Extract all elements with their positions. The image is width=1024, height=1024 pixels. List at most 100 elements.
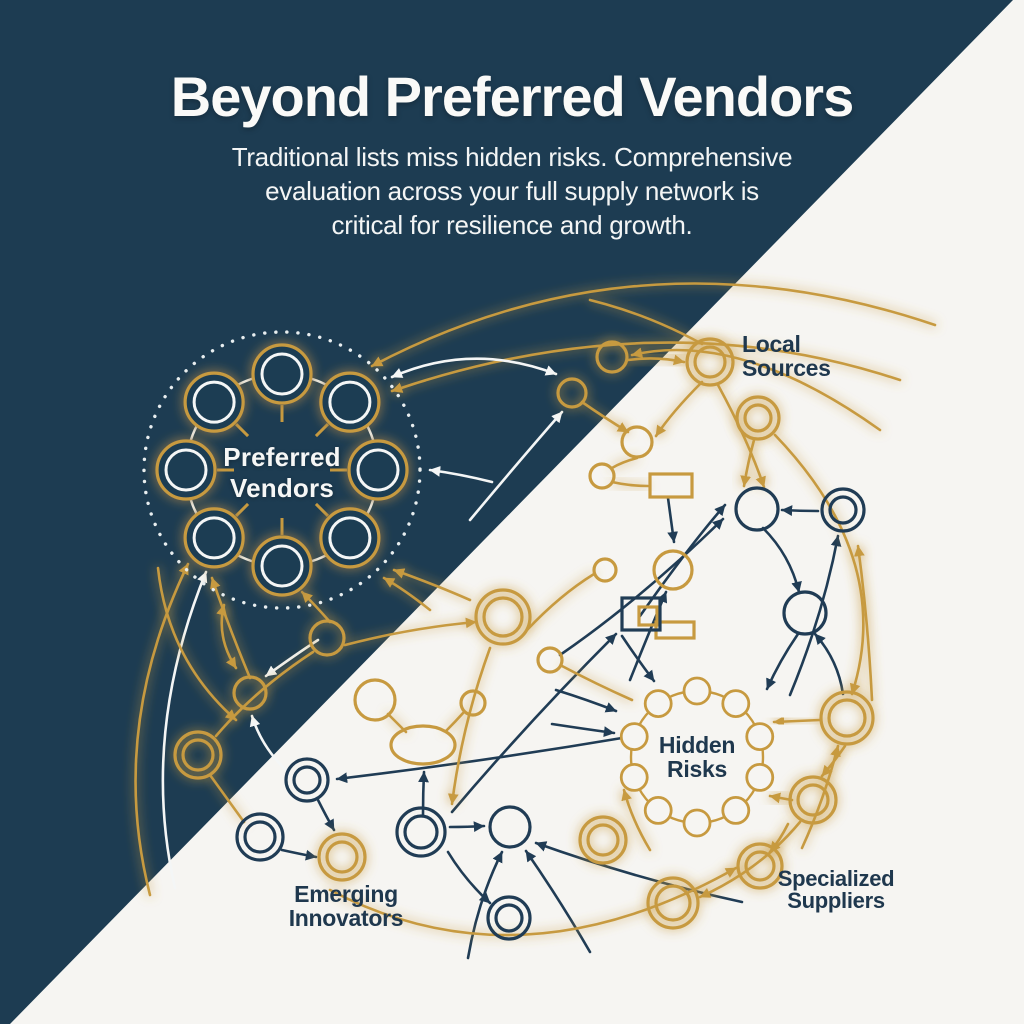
edge-arrow-g: [447, 646, 492, 806]
navy-double-ring-node: [235, 812, 285, 862]
label-specialized-suppliers: Specialized Suppliers: [777, 866, 895, 913]
hidden-ring-node: [721, 795, 751, 825]
gold-node: [353, 678, 397, 722]
edge-arrow-g: [773, 433, 865, 696]
preferred-vendor-node: [251, 518, 313, 597]
gold-ellipse-node: [389, 724, 457, 766]
edge-arrow-w: [249, 714, 290, 774]
edge-arrow-g: [208, 773, 246, 824]
page-subtitle: Traditional lists miss hidden risks. Com…: [231, 142, 793, 240]
hidden-ring-node: [682, 808, 712, 838]
edge-arrow-g: [654, 380, 704, 438]
edge-arrow-g: [328, 866, 738, 937]
navy-double-ring-node: [395, 806, 447, 858]
gold-rect-node: [648, 472, 694, 499]
edge-arrow-w: [161, 570, 208, 890]
edge-arrow-g: [588, 298, 704, 346]
label-hidden-risks: Hidden Risks: [658, 732, 736, 782]
edge-arrow-g: [800, 744, 841, 850]
edge-arrow-n: [765, 632, 800, 691]
gold-node: [620, 425, 654, 459]
edge-arrow-g: [740, 438, 756, 488]
vendor-node-tick: [314, 502, 330, 518]
edge-arrow-g: [134, 562, 190, 897]
vendor-node-tick: [314, 422, 330, 438]
edge-arrow-g: [772, 716, 822, 727]
edge-arrow-n: [446, 850, 492, 905]
edge-arrow-w: [390, 357, 558, 379]
edge-arrow-g: [525, 572, 596, 632]
edge-arrow-n: [550, 722, 616, 737]
edge-arrow-n: [666, 496, 678, 544]
edge-arrow-g: [156, 566, 238, 722]
navy-node: [488, 805, 532, 849]
label-preferred-vendors: Preferred Vendors: [223, 442, 341, 503]
hidden-risks-ring: [619, 676, 775, 838]
edge-arrow-n: [335, 735, 630, 784]
gold-node: [536, 646, 564, 674]
edge-arrow-n: [554, 688, 618, 713]
edge-arrow-n: [448, 821, 486, 833]
edge-arrow-n: [450, 632, 618, 814]
edge-arrow-g: [392, 568, 472, 602]
page-title: Beyond Preferred Vendors: [170, 65, 854, 128]
edge-arrow-n: [558, 517, 725, 657]
edge-arrow-g: [630, 347, 882, 432]
edge-arrow-g: [580, 400, 630, 434]
edge-arrow-g: [853, 544, 874, 702]
edge-arrow-n: [524, 849, 592, 954]
gold-node: [459, 689, 487, 717]
edge-arrow-n: [316, 798, 336, 832]
preferred-vendor-node: [251, 343, 313, 422]
gold-rect-node: [654, 620, 696, 640]
navy-double-ring-node: [486, 895, 532, 941]
gold-double-ring-node: [819, 690, 875, 746]
navy-double-ring-node: [284, 757, 330, 803]
gold-double-ring-node: [173, 730, 223, 780]
hidden-ring-node: [643, 795, 673, 825]
navy-node: [782, 590, 828, 636]
edge-arrow-g: [698, 820, 802, 899]
preferred-vendor-node: [183, 371, 250, 438]
navy-rect-node: [620, 596, 662, 632]
vendor-node-tick: [234, 502, 250, 518]
edge-arrow-g: [610, 480, 650, 488]
preferred-vendor-node: [183, 502, 250, 569]
edge-arrow-g: [214, 650, 315, 738]
cluster-dotted-boundary: [142, 330, 422, 610]
preferred-vendor-node: [314, 371, 381, 438]
edge-arrow-g: [210, 576, 252, 680]
hidden-ring-node: [619, 762, 649, 792]
gold-double-ring-node: [685, 337, 735, 387]
edge-arrow-g: [610, 456, 639, 470]
hidden-ring-node: [745, 722, 775, 752]
hidden-ring-node: [619, 722, 649, 752]
edge-arrow-n: [788, 534, 842, 697]
label-local-sources: Local Sources: [742, 331, 831, 381]
edge-arrow-n: [466, 850, 504, 960]
edge-arrow-n: [813, 632, 845, 696]
gold-double-ring-node: [736, 842, 784, 890]
edge-arrow-n: [418, 770, 429, 817]
edge-arrow-w: [264, 638, 320, 678]
edge-arrow-g: [560, 664, 634, 702]
gold-double-ring-node: [735, 395, 781, 441]
edge-arrow-g: [300, 590, 332, 624]
gold-double-ring-node: [788, 775, 838, 825]
preferred-vendor-node: [314, 502, 381, 569]
hidden-ring-node: [721, 689, 751, 719]
edge-arrow-w: [468, 410, 564, 522]
gold-node: [308, 619, 346, 657]
edge-arrow-w: [428, 465, 494, 484]
edge-arrow-n: [628, 590, 668, 682]
gold-node: [588, 462, 616, 490]
gold-node: [595, 340, 629, 374]
edge-arrow-g: [621, 788, 652, 852]
hidden-ring-node: [745, 762, 775, 792]
gold-rect-node: [637, 605, 659, 627]
hidden-ring-node: [643, 689, 673, 719]
gold-node: [556, 377, 588, 409]
gold-node: [652, 549, 694, 591]
